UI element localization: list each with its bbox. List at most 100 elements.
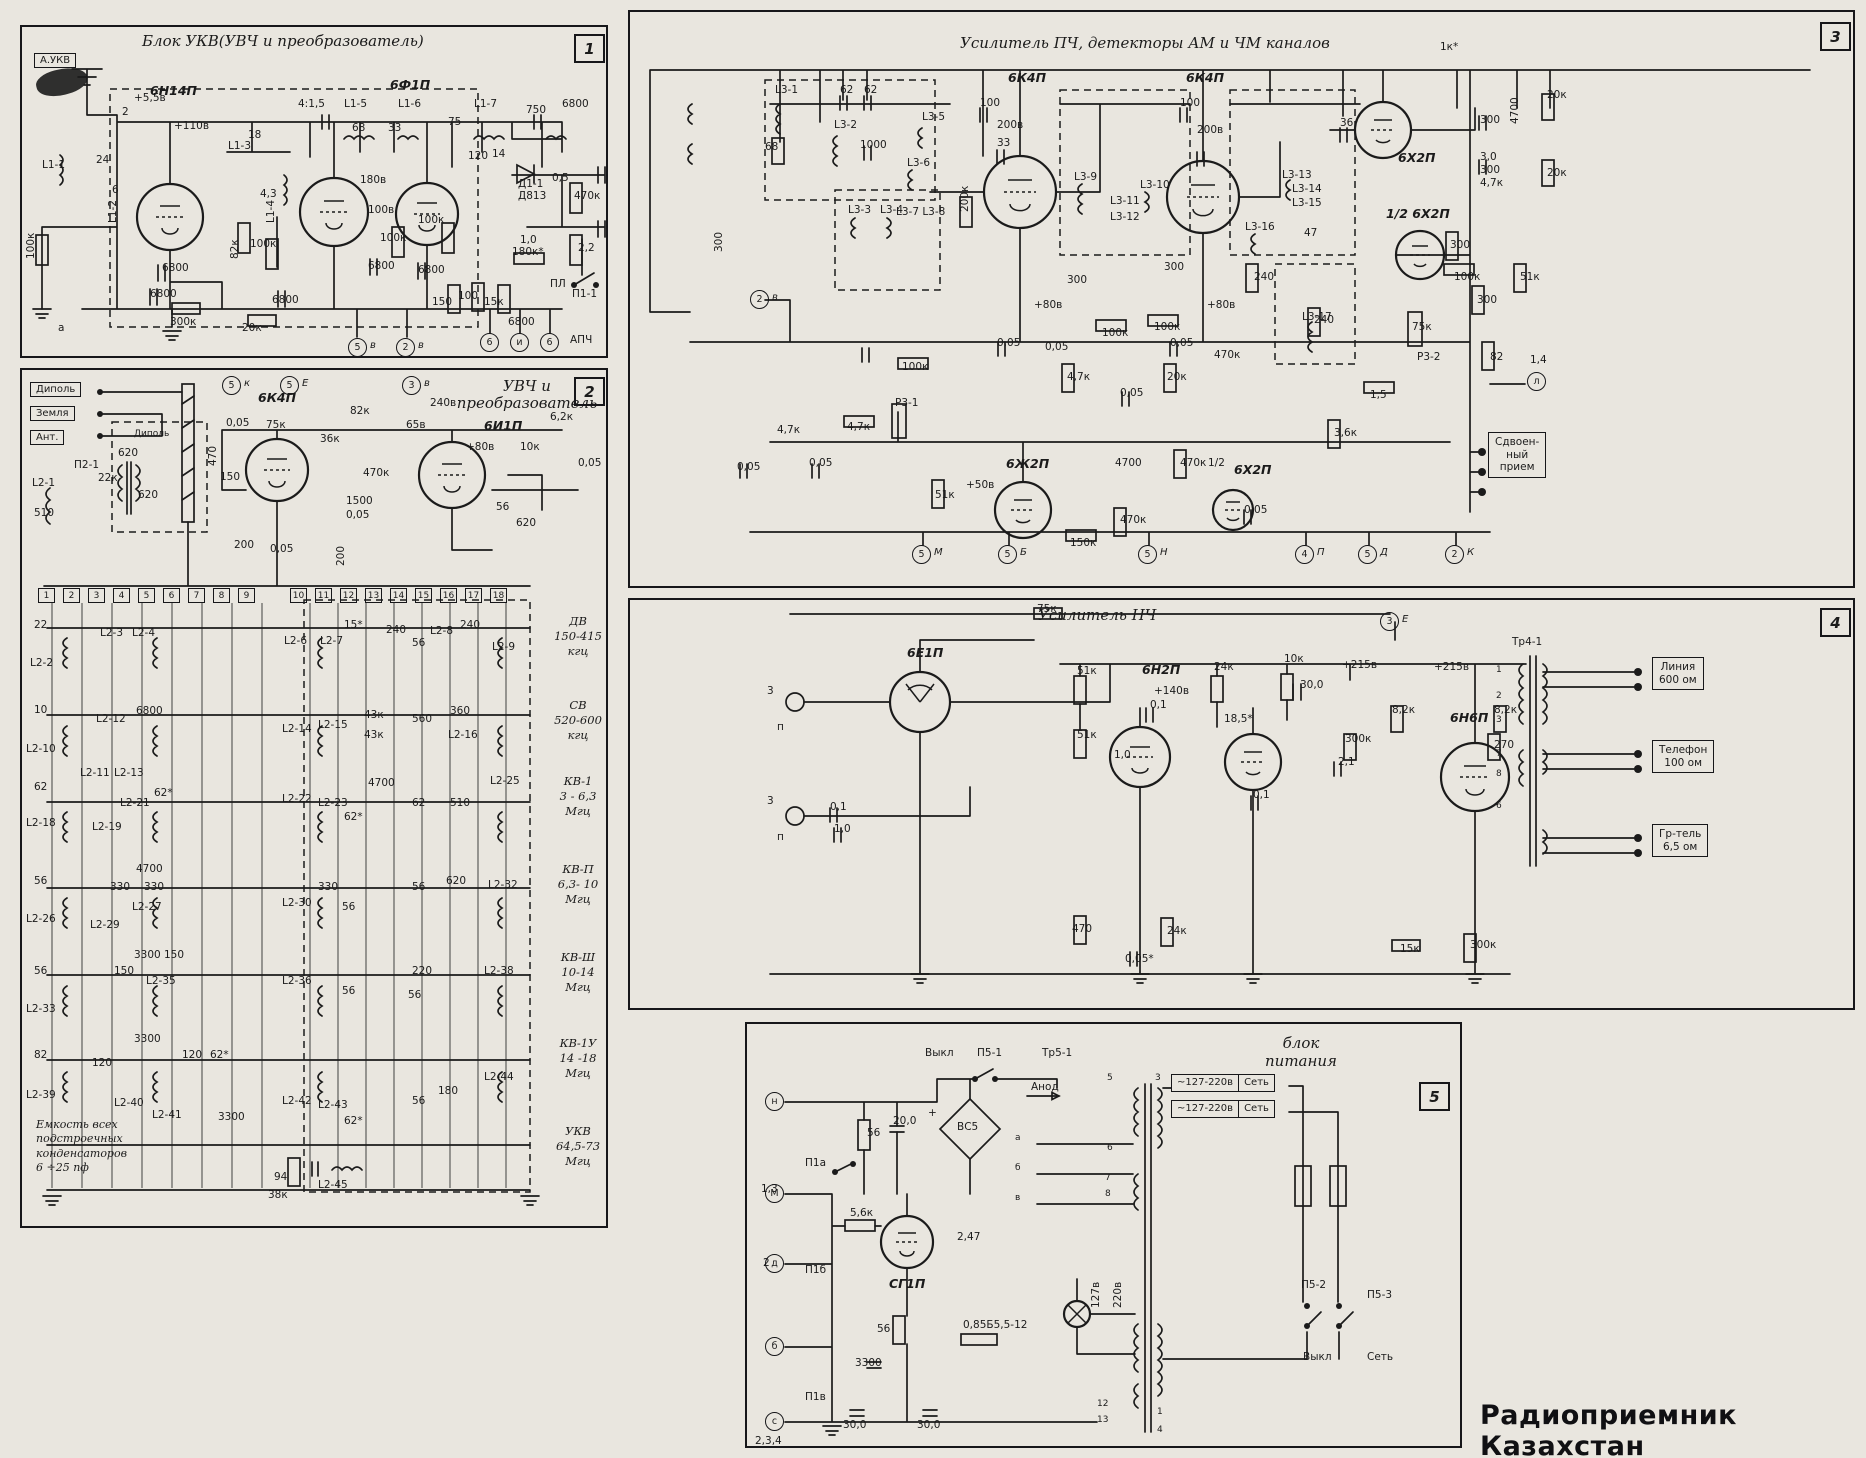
component-label: 1,5 — [1370, 389, 1387, 401]
component-label: 5,6к — [850, 1207, 874, 1219]
component-label: Сеть — [1367, 1351, 1394, 1363]
component-label: L2-16 — [448, 729, 478, 741]
switch-symbol — [974, 1068, 994, 1080]
pin-tag: 4 — [113, 588, 130, 603]
component-label: 3 — [767, 685, 774, 697]
component-label: Р3-1 — [895, 397, 919, 409]
component-label: 20к — [1547, 89, 1567, 101]
component-label: 10 — [34, 704, 48, 716]
transformer-windings — [1133, 1087, 1163, 1409]
tube-symbol — [1394, 229, 1446, 281]
component-label: 36 — [1340, 117, 1354, 129]
component-label: 15к — [484, 296, 504, 308]
component-label: L2-7 — [320, 635, 343, 647]
component-label: L2-25 — [490, 775, 520, 787]
component-label: 82 — [34, 1049, 48, 1061]
input-label-box: Земля — [30, 406, 75, 421]
component-label: 620 — [138, 489, 159, 501]
component-label: 15* — [344, 619, 363, 631]
capacitor-symbols — [149, 114, 606, 308]
component-label: +50в — [966, 479, 995, 491]
component-label: 560 — [412, 713, 433, 725]
component-label: 56 — [342, 901, 356, 913]
component-label: +215в — [1342, 659, 1378, 671]
component-label: 20к — [242, 322, 262, 334]
component-label: 6Ж2П — [1006, 456, 1050, 471]
component-label: 150 — [164, 949, 185, 961]
tube-symbol — [879, 1214, 935, 1270]
block3-artwork — [649, 69, 1811, 546]
component-label: 68 — [352, 122, 366, 134]
component-label: 120 — [182, 1049, 203, 1061]
component-label: 470к — [1120, 514, 1147, 526]
component-label: 4,7к — [1067, 371, 1091, 383]
component-label: L2-3 — [100, 627, 123, 639]
component-label: 240 — [1314, 314, 1335, 326]
tube-symbol — [394, 181, 460, 247]
component-label: 1000 — [860, 139, 887, 151]
component-label: 100 — [458, 290, 479, 302]
component-label: 6800 — [562, 98, 589, 110]
component-label: 470к — [1214, 349, 1241, 361]
component-label: 200в — [1197, 124, 1224, 136]
component-label: 3,6к — [1334, 427, 1358, 439]
component-label: L2-30 — [282, 897, 312, 909]
tube-symbol — [982, 154, 1058, 230]
component-label: 56 — [496, 501, 510, 513]
block-title: блок питания — [1265, 1034, 1337, 1070]
component-label: 20к — [1547, 167, 1567, 179]
pin-tag: 3 — [88, 588, 105, 603]
component-label: +80в — [466, 441, 495, 453]
pin-tag: 8 — [213, 588, 230, 603]
component-label: 4,7к — [847, 421, 871, 433]
component-label: 300 — [1164, 261, 1185, 273]
component-label: 220 — [412, 965, 433, 977]
component-label: П1б — [805, 1264, 827, 1276]
component-label: 300к — [170, 316, 197, 328]
component-label: L3-9 — [1074, 171, 1097, 183]
component-label: +5,5в — [134, 92, 166, 104]
component-label: 100к — [1102, 327, 1129, 339]
component-label: 4700 — [1509, 97, 1521, 124]
component-label: 8,2к — [1392, 704, 1416, 716]
capacitor-symbols — [849, 1125, 938, 1417]
component-label: L1-6 — [398, 98, 421, 110]
block4-artwork — [769, 607, 1642, 984]
capacitor-symbols — [739, 95, 1487, 525]
component-label: L2-40 — [114, 1097, 144, 1109]
component-label: 100к — [418, 214, 445, 226]
component-label: 51к — [1520, 271, 1540, 283]
component-label: Тр4-1 — [1512, 636, 1543, 648]
switch-symbols — [1306, 1311, 1354, 1327]
component-label: 1/2 — [1208, 457, 1225, 469]
component-label: 2 — [122, 106, 129, 118]
component-label: 94 — [274, 1171, 288, 1183]
block-title: УВЧ и преобразователь — [456, 377, 598, 413]
pin-tag: 6 — [163, 588, 180, 603]
component-label: 4 — [1157, 1425, 1163, 1435]
component-label: L2-11 — [80, 767, 110, 779]
component-label: 6К4П — [1186, 70, 1225, 85]
component-label: 150 — [220, 471, 241, 483]
block-badge: 4 — [1820, 608, 1851, 637]
component-label: 1 — [1157, 1407, 1163, 1417]
component-label: а — [1015, 1133, 1021, 1143]
component-label: L2-18 — [26, 817, 56, 829]
component-label: 200к — [959, 185, 971, 212]
component-label: 56 — [34, 965, 48, 977]
component-label: 6К4П — [258, 390, 297, 405]
component-label: 330 — [110, 881, 131, 893]
component-label: L2-1 — [32, 477, 55, 489]
component-label: 51к — [1077, 665, 1097, 677]
block-title: Блок УКВ(УВЧ и преобразователь) — [142, 32, 424, 50]
component-label: L2-42 — [282, 1095, 312, 1107]
component-label: 22 — [34, 619, 48, 631]
